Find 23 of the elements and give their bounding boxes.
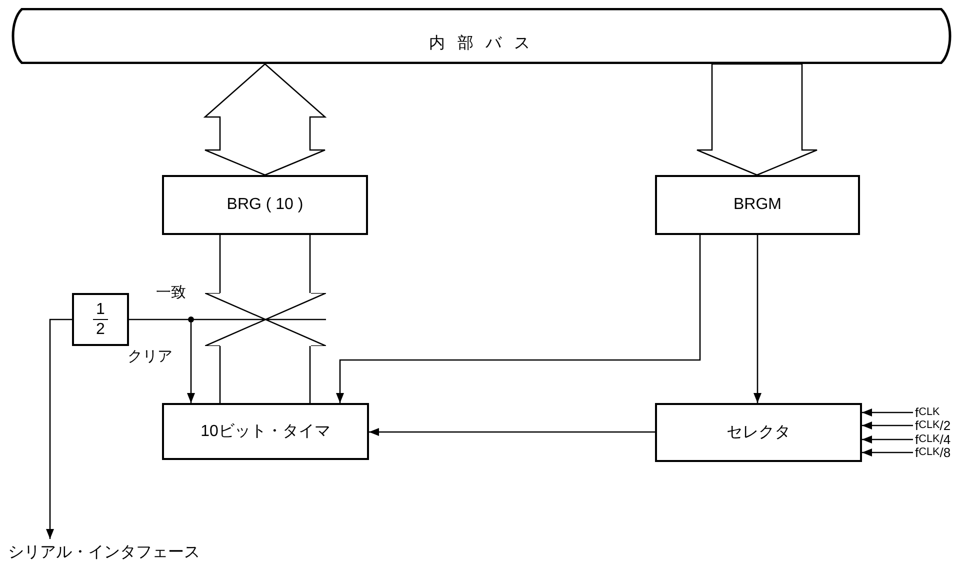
block-box: BRG ( 10 ) (162, 175, 368, 235)
arrow (862, 408, 913, 416)
denominator: 2 (95, 320, 106, 339)
arrow (862, 448, 913, 456)
signal-label: シリアル・インタフェース (8, 541, 228, 563)
bus-lines (219, 345, 311, 404)
bus-double-arrow (203, 63, 327, 176)
bus-lines (219, 234, 311, 294)
edge-label: 一致 (154, 284, 188, 302)
block-box: 10ビット・タイマ (162, 403, 369, 460)
arrow (369, 428, 655, 436)
arrow (862, 422, 913, 430)
bus-arrow (696, 63, 818, 176)
numerator: 1 (93, 300, 108, 320)
arrow (862, 436, 913, 444)
arrow (754, 235, 762, 403)
arrow (46, 318, 72, 539)
arrow (336, 235, 701, 403)
block-box: セレクタ (655, 403, 862, 462)
line (129, 318, 205, 320)
arrow (187, 320, 195, 403)
comparator-symbol (205, 293, 326, 346)
block-box: BRGM (655, 175, 860, 235)
